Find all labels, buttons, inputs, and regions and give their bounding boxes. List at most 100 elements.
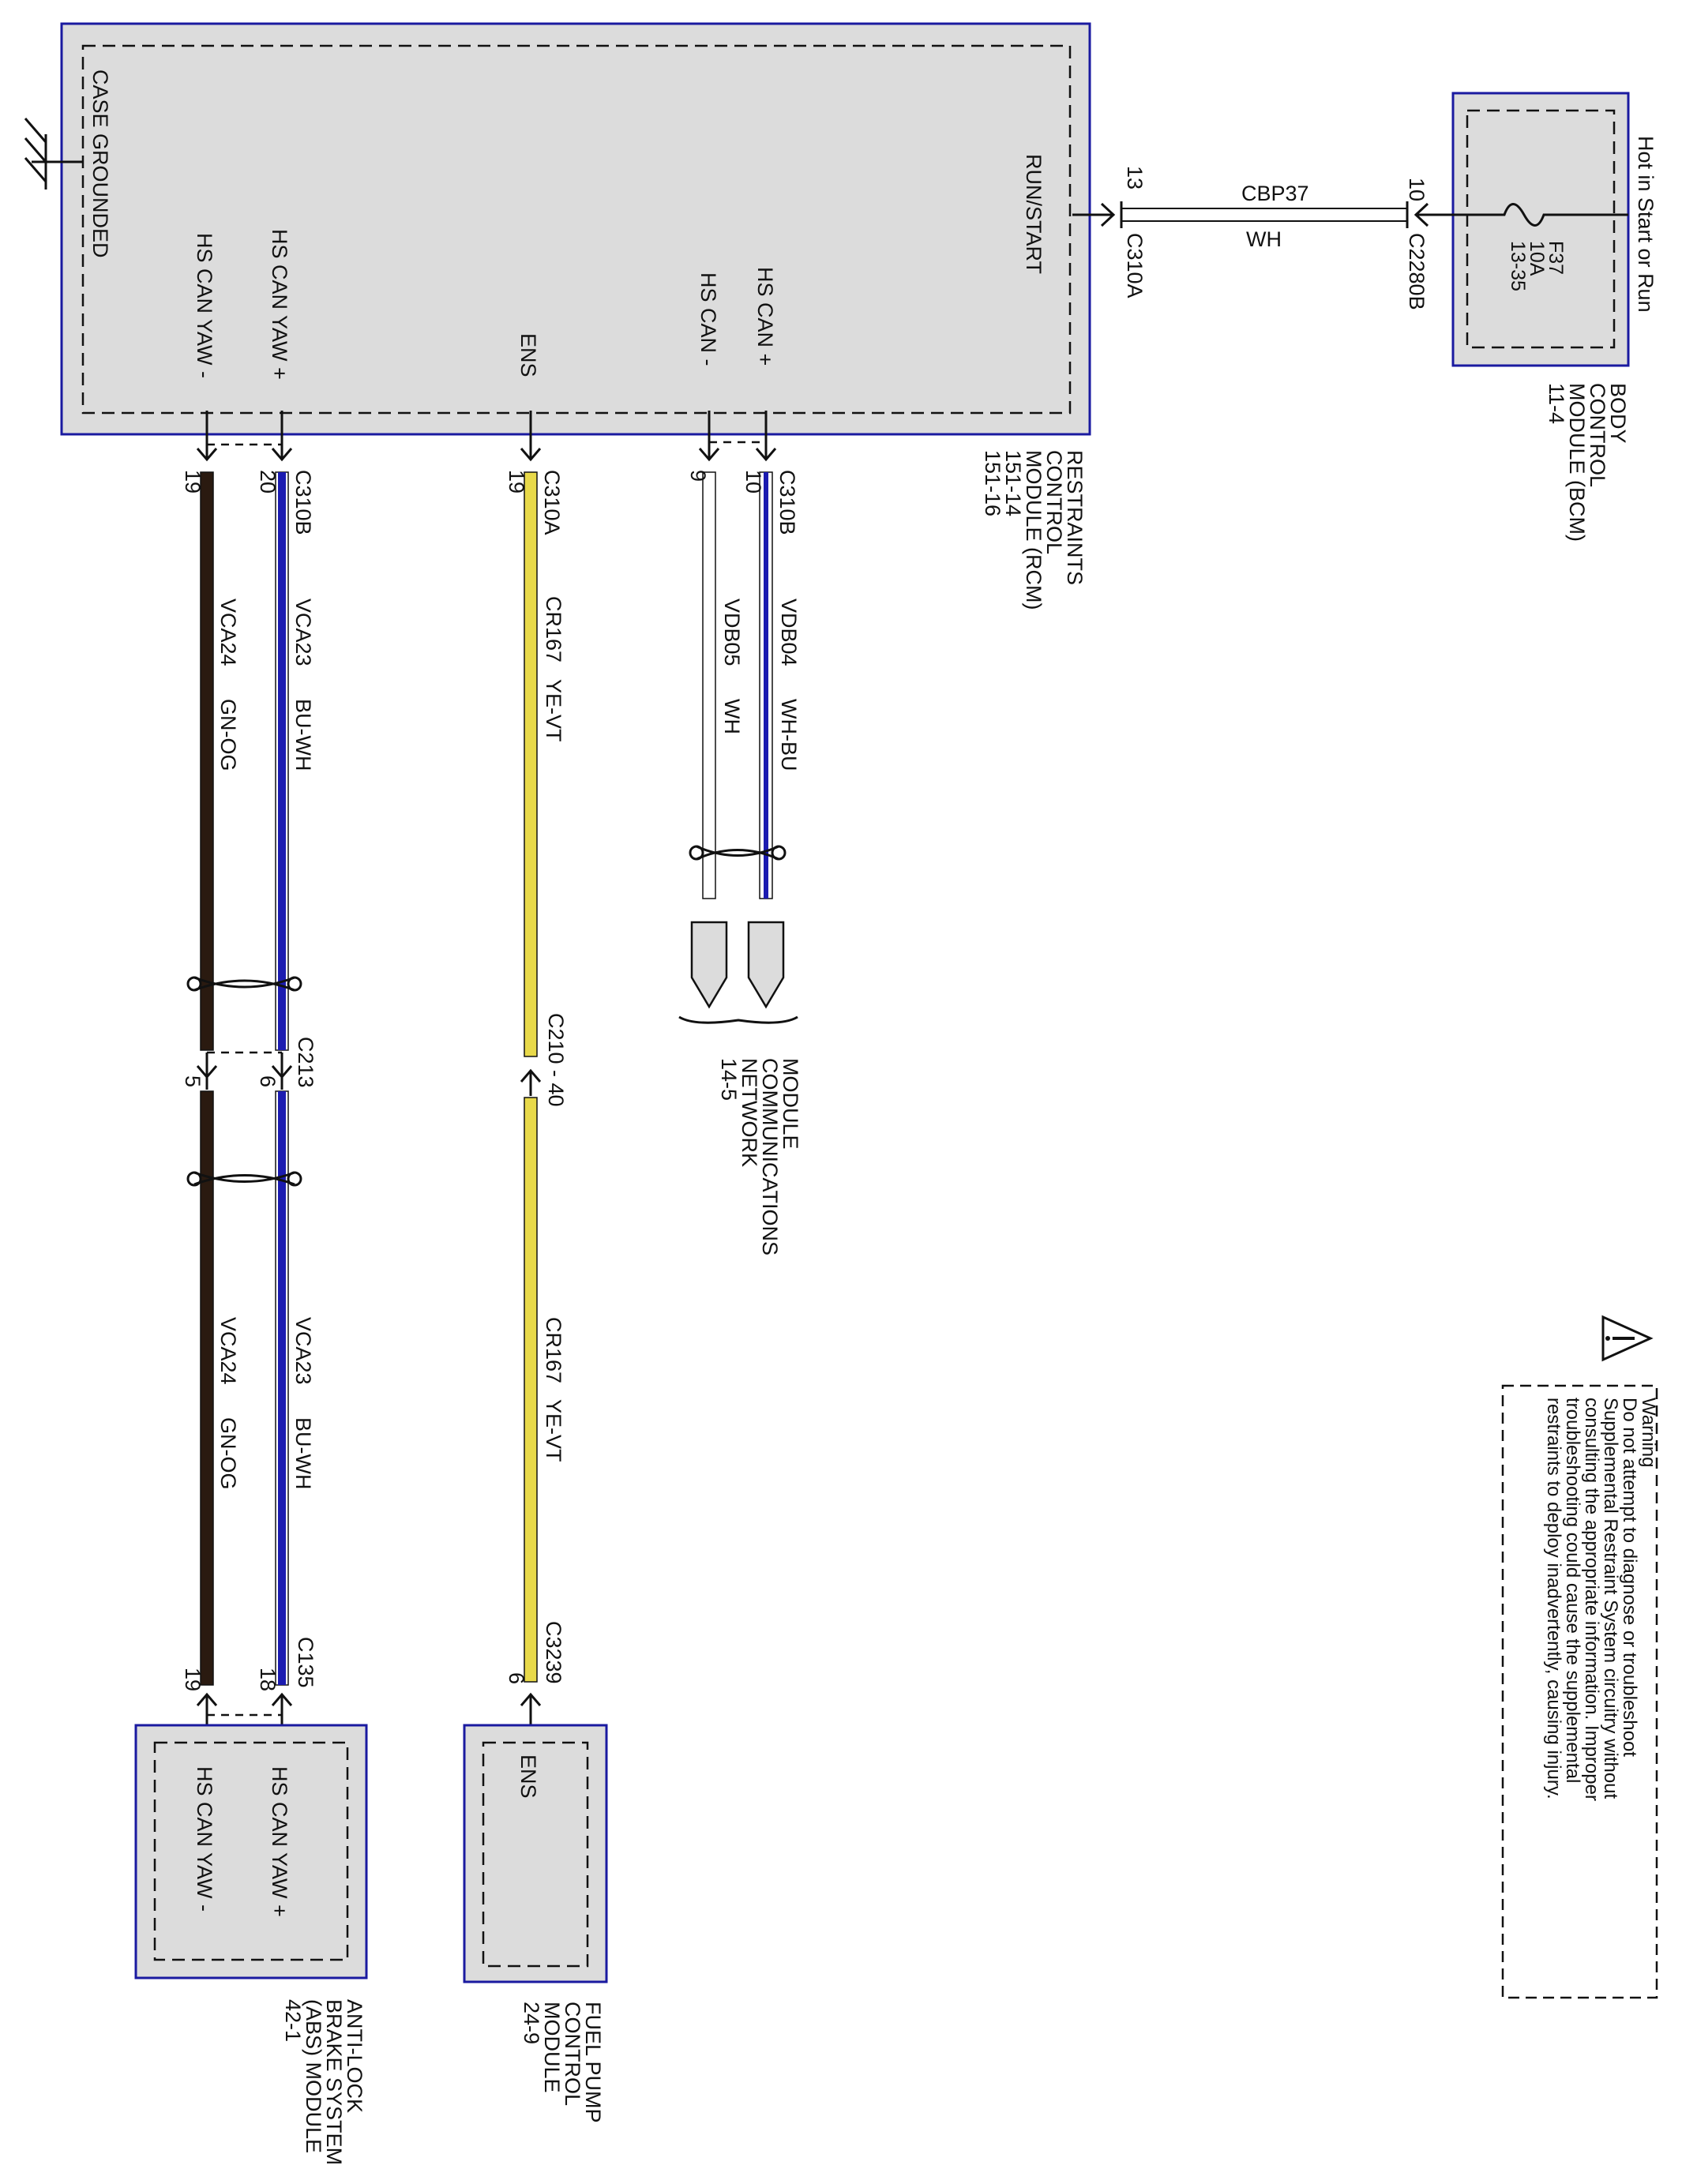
abs-module: [134, 1724, 368, 1979]
rcm-module-name: RESTRAINTS CONTROL MODULE (RCM) 151-14 1…: [981, 450, 1087, 610]
yaw-minus-top-color: GN-OG: [216, 699, 240, 771]
warning-line-5: restraints to deploy inadvertently, caus…: [1543, 1398, 1564, 1799]
svg-text:CONTROL: CONTROL: [1042, 450, 1066, 554]
yaw-plus-top-circuit: VCA23: [291, 599, 315, 666]
rcm-yaw-minus-label: HS CAN YAW -: [193, 233, 216, 378]
rcm-hs-can-minus-label: HS CAN -: [696, 272, 720, 366]
power-rcm-pin: 13: [1123, 166, 1147, 190]
yaw-plus-mid-pin: 6: [256, 1075, 280, 1087]
fpcm-module-inner: [482, 1741, 589, 1968]
yaw-plus-bottom-color: BU-WH: [291, 1417, 315, 1489]
yaw-c213-label: C213: [294, 1037, 317, 1088]
svg-text:COMMUNICATIONS: COMMUNICATIONS: [758, 1058, 782, 1255]
yaw-minus-bottom-pin: 19: [181, 1668, 205, 1691]
rcm-ens-label: ENS: [516, 333, 540, 377]
power-rcm-connector: C310A: [1123, 233, 1147, 298]
svg-text:151-14: 151-14: [1001, 450, 1025, 516]
ens-wire: [520, 411, 542, 1725]
bcm-power-label: Hot in Start or Run: [1634, 136, 1658, 313]
can-minus-circuit: VDB05: [720, 599, 744, 666]
yaw-plus-bottom-circuit: VCA23: [291, 1317, 315, 1385]
yaw-minus-top-circuit: VCA24: [216, 599, 240, 666]
can-plus-circuit: VDB04: [777, 599, 801, 666]
svg-text:ANTI-LOCK: ANTI-LOCK: [343, 1999, 366, 2113]
abs-yaw-plus-label: HS CAN YAW +: [268, 1766, 291, 1917]
yaw-plus-top-pin: 20: [256, 470, 280, 493]
yaw-plus-bottom-pin: 18: [256, 1668, 280, 1691]
ens-top-color: YE-VT: [542, 679, 565, 742]
ens-top-connector: C310A: [540, 470, 564, 535]
warning-icon: [1601, 1315, 1654, 1362]
can-plus-pin: 10: [742, 470, 765, 493]
rcm-case-grounded-label: CASE GROUNDED: [88, 69, 112, 258]
abs-module-name: ANTI-LOCK BRAKE SYSTEM (ABS) MODULE 42-1: [281, 1999, 366, 2165]
fuse-rating-label: 10A: [1526, 241, 1548, 276]
fpcm-module-name: FUEL PUMP CONTROL MODULE 24-9: [520, 2002, 605, 2123]
svg-text:BODY: BODY: [1606, 383, 1630, 444]
svg-text:MODULE: MODULE: [779, 1058, 802, 1150]
yaw-minus-mid-pin: 5: [181, 1075, 205, 1087]
abs-module-box: [134, 1724, 368, 1979]
can-minus-color: WH: [720, 699, 744, 734]
power-wire: [1072, 201, 1453, 228]
fuse-ref-label: 13-35: [1507, 241, 1529, 291]
fuse-f37-label: F37: [1545, 241, 1567, 275]
rcm-module-box: [60, 22, 1091, 436]
power-circuit-id: CBP37: [1241, 182, 1309, 205]
yaw-minus-bottom-circuit: VCA24: [216, 1317, 240, 1385]
warning-box: Warning Do not attempt to diagnose or tr…: [1501, 1384, 1659, 1999]
hs-can-wires: [678, 411, 798, 1024]
svg-text:RESTRAINTS: RESTRAINTS: [1063, 450, 1087, 585]
yaw-c135-label: C135: [294, 1637, 317, 1688]
bcm-module-name: BODY CONTROL MODULE (BCM) 11-4: [1545, 383, 1630, 542]
svg-text:(ABS) MODULE: (ABS) MODULE: [302, 1999, 325, 2153]
fuse-icon: [1453, 203, 1628, 227]
svg-text:BRAKE SYSTEM: BRAKE SYSTEM: [322, 1999, 346, 2165]
power-circuit-color: WH: [1246, 227, 1282, 251]
yaw-top-connector: C310B: [291, 470, 315, 535]
fpcm-module: [463, 1724, 608, 1983]
svg-text:151-16: 151-16: [981, 450, 1004, 516]
bcm-module-box: [1451, 92, 1630, 367]
yaw-minus-bottom-color: GN-OG: [216, 1417, 240, 1490]
can-plus-color: WH-BU: [777, 699, 801, 771]
ens-bottom-pin: 6: [505, 1672, 528, 1684]
can-connector-label: C310B: [775, 470, 799, 535]
svg-text:NETWORK: NETWORK: [738, 1058, 761, 1167]
ens-bottom-color: YE-VT: [542, 1399, 565, 1462]
ens-top-circuit: CR167: [542, 596, 565, 662]
power-bcm-pin: 10: [1405, 178, 1429, 201]
rcm-module-inner: [81, 44, 1072, 415]
ens-bottom-circuit: CR167: [542, 1317, 565, 1383]
power-bcm-connector: C2280B: [1405, 233, 1429, 310]
svg-text:11-4: 11-4: [1545, 383, 1568, 424]
svg-text:MODULE (RCM): MODULE (RCM): [1022, 450, 1046, 610]
svg-text:CONTROL: CONTROL: [561, 2002, 584, 2106]
ens-c210-label: C210 - 40: [544, 1013, 568, 1107]
fpcm-module-box: [463, 1724, 608, 1983]
svg-text:24-9: 24-9: [520, 2002, 543, 2044]
bcm-module: [1451, 92, 1630, 367]
ens-c3239-label: C3239: [542, 1621, 565, 1684]
mcn-module-name: MODULE COMMUNICATIONS NETWORK 14-5: [717, 1058, 802, 1255]
rcm-yaw-plus-label: HS CAN YAW +: [268, 229, 291, 380]
ens-top-pin: 19: [505, 470, 528, 493]
yaw-minus-top-pin: 19: [181, 470, 205, 493]
rcm-hs-can-plus-label: HS CAN +: [753, 267, 777, 366]
svg-text:14-5: 14-5: [717, 1058, 741, 1101]
svg-text:MODULE: MODULE: [540, 2002, 564, 2093]
yaw-plus-top-color: BU-WH: [291, 699, 315, 771]
warning-line-1: Do not attempt to diagnose or troublesho…: [1619, 1398, 1640, 1757]
yaw-can-wires: [186, 411, 302, 1725]
svg-text:FUEL PUMP: FUEL PUMP: [581, 2002, 605, 2123]
can-minus-pin: 9: [686, 470, 710, 482]
abs-yaw-minus-label: HS CAN YAW -: [193, 1766, 216, 1912]
rcm-run-start-label: RUN/START: [1022, 154, 1046, 274]
warning-title: Warning: [1638, 1398, 1659, 1467]
bcm-module-inner: [1466, 109, 1616, 349]
warning-line-2: Supplemental Restraint System circuitry …: [1600, 1398, 1621, 1799]
svg-text:CONTROL: CONTROL: [1586, 383, 1609, 487]
svg-text:MODULE (BCM): MODULE (BCM): [1565, 383, 1589, 542]
rcm-module: [60, 22, 1091, 436]
warning-line-3: consulting the appropriate information. …: [1581, 1398, 1602, 1801]
